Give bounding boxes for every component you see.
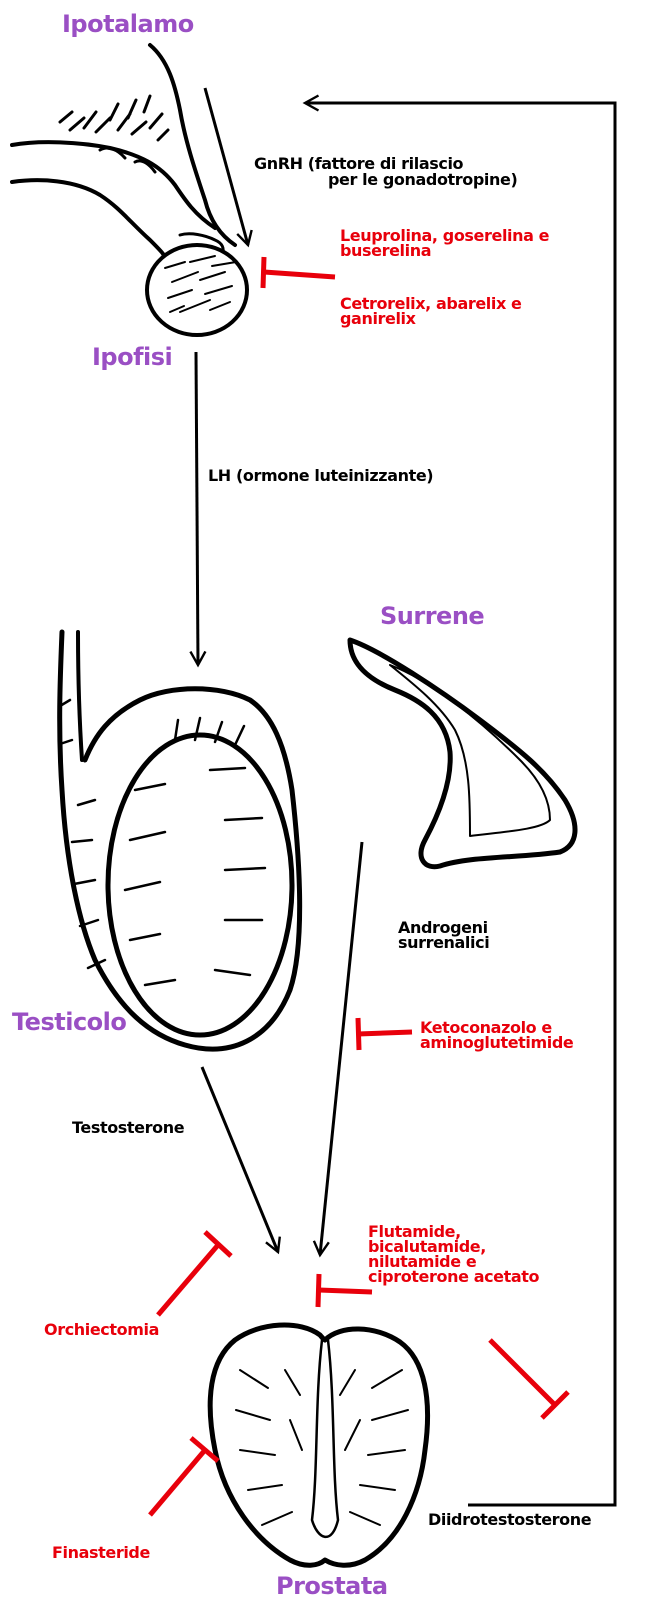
testosterone-label: Testosterone bbox=[72, 1120, 184, 1136]
lh-label: LH (ormone luteinizzante) bbox=[208, 468, 433, 484]
finasteride-label: Finasteride bbox=[52, 1545, 150, 1560]
adrenal-drawing bbox=[350, 640, 575, 867]
antiandrogens-label-line4: ciproterone acetato bbox=[368, 1269, 539, 1284]
gnrh-antagonists-label-line2: ganirelix bbox=[340, 311, 416, 326]
pituitary-label: Ipofisi bbox=[92, 343, 172, 371]
hypothalamus-label: Ipotalamo bbox=[62, 10, 194, 38]
adrenal-inhibition-marker bbox=[358, 1018, 412, 1050]
prostate-drawing bbox=[210, 1325, 427, 1565]
testosterone-arrow bbox=[202, 1067, 278, 1252]
dht-label: Diidrotestosterone bbox=[428, 1512, 591, 1528]
orchiectomy-label: Orchiectomia bbox=[44, 1322, 159, 1337]
dht-inhibition-marker bbox=[490, 1340, 568, 1418]
adrenal-inhibitors-label-line2: aminoglutetimide bbox=[420, 1035, 573, 1050]
adrenal-androgens-label-line2: surrenalici bbox=[398, 935, 489, 951]
adrenal-label: Surrene bbox=[380, 602, 484, 630]
gnrh-label-line2: per le gonadotropine) bbox=[328, 172, 517, 188]
adrenal-androgens-arrow bbox=[320, 842, 362, 1255]
orchiectomy-inhibition-marker bbox=[158, 1232, 231, 1315]
prostate-label: Prostata bbox=[276, 1572, 388, 1600]
lh-arrow bbox=[196, 352, 198, 665]
pituitary-drawing bbox=[147, 245, 247, 335]
gnrh-inhibition-marker bbox=[263, 257, 335, 288]
testicle-label: Testicolo bbox=[12, 1008, 126, 1036]
hypothalamus-drawing bbox=[12, 45, 235, 262]
antiandrogen-inhibition-marker bbox=[318, 1274, 372, 1307]
finasteride-inhibition-marker bbox=[150, 1438, 218, 1515]
testicle-drawing bbox=[60, 632, 300, 1049]
gnrh-agonists-label-line2: buserelina bbox=[340, 243, 431, 258]
